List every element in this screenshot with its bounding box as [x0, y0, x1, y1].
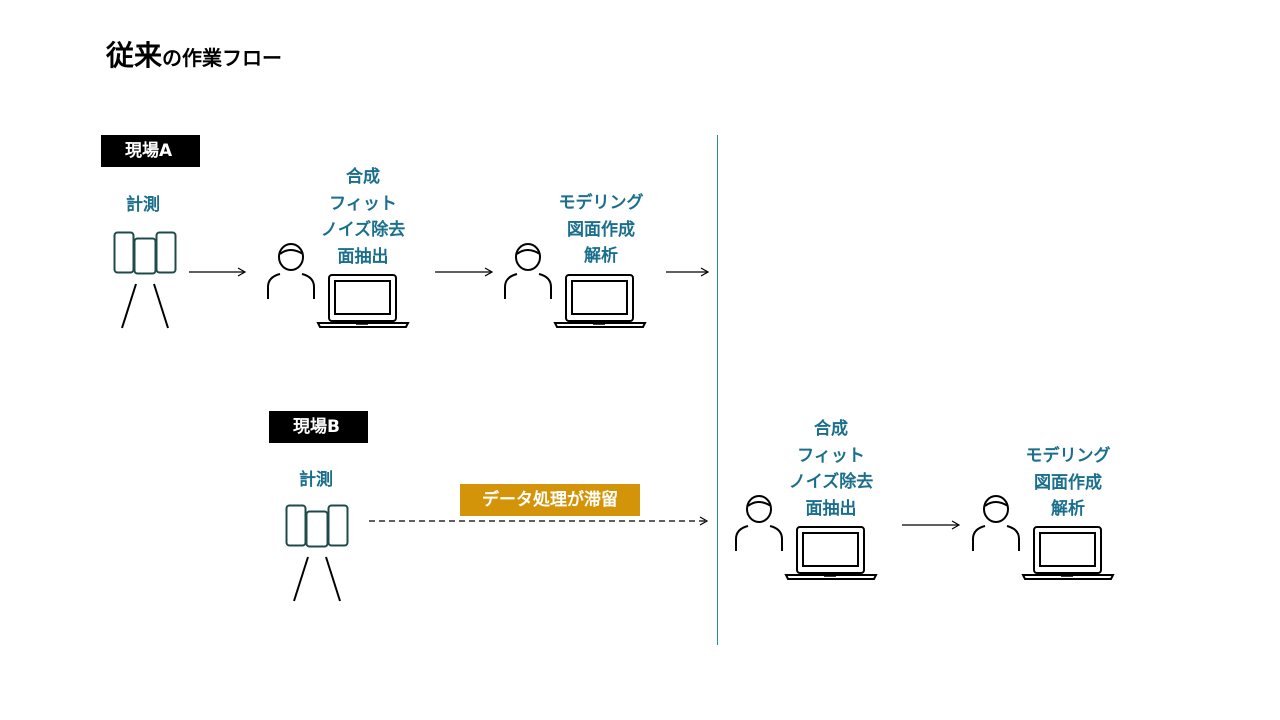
step-line: フィット: [797, 445, 865, 466]
page-title-sub: の作業フロー: [162, 46, 283, 70]
site-a-process-steps: 合成 フィット ノイズ除去 面抽出: [300, 164, 426, 270]
site-a-measure-label: 計測: [126, 195, 160, 215]
site-b-process-steps: 合成 フィット ノイズ除去 面抽出: [768, 416, 894, 522]
laptop-icon: [316, 274, 410, 328]
operator-with-laptop: [735, 495, 878, 580]
data-backlog-badge: データ処理が滞留: [460, 484, 640, 516]
dashed-arrow: [369, 516, 709, 526]
step-line: 合成: [814, 419, 848, 439]
step-line: 面抽出: [337, 246, 389, 267]
arrow: [666, 267, 710, 277]
step-line: 解析: [1051, 499, 1085, 519]
person-icon: [504, 243, 552, 299]
scanner-icon: [113, 231, 177, 329]
laptop-icon: [784, 526, 878, 580]
scanner-icon: [285, 504, 349, 602]
step-line: ノイズ除去: [788, 472, 874, 492]
site-b-measure-label: 計測: [299, 470, 333, 490]
step-line: 図面作成: [1034, 472, 1102, 493]
page-title-main: 従来: [106, 39, 163, 72]
operator-with-laptop: [972, 495, 1115, 580]
step-line: モデリング: [558, 193, 644, 213]
arrow: [189, 267, 247, 277]
site-b-model-steps: モデリング 図面作成 解析: [1005, 443, 1131, 523]
step-line: 図面作成: [567, 219, 635, 240]
step-line: モデリング: [1025, 446, 1111, 466]
page-title: 従来の作業フロー: [106, 34, 282, 74]
step-line: 解析: [584, 246, 618, 266]
operator-with-laptop: [504, 243, 647, 328]
person-icon: [972, 495, 1020, 551]
arrow: [902, 520, 961, 530]
step-line: 面抽出: [805, 498, 857, 519]
step-line: フィット: [329, 193, 397, 214]
arrow: [435, 267, 494, 277]
site-b-label: 現場B: [269, 411, 368, 443]
person-icon: [735, 495, 783, 551]
person-icon: [267, 243, 315, 299]
step-line: ノイズ除去: [320, 220, 406, 240]
site-a-label: 現場A: [101, 135, 200, 167]
laptop-icon: [553, 274, 647, 328]
step-line: 合成: [346, 167, 380, 187]
timeline-divider: [717, 135, 718, 645]
laptop-icon: [1021, 526, 1115, 580]
site-a-model-steps: モデリング 図面作成 解析: [538, 190, 664, 270]
operator-with-laptop: [267, 243, 410, 328]
